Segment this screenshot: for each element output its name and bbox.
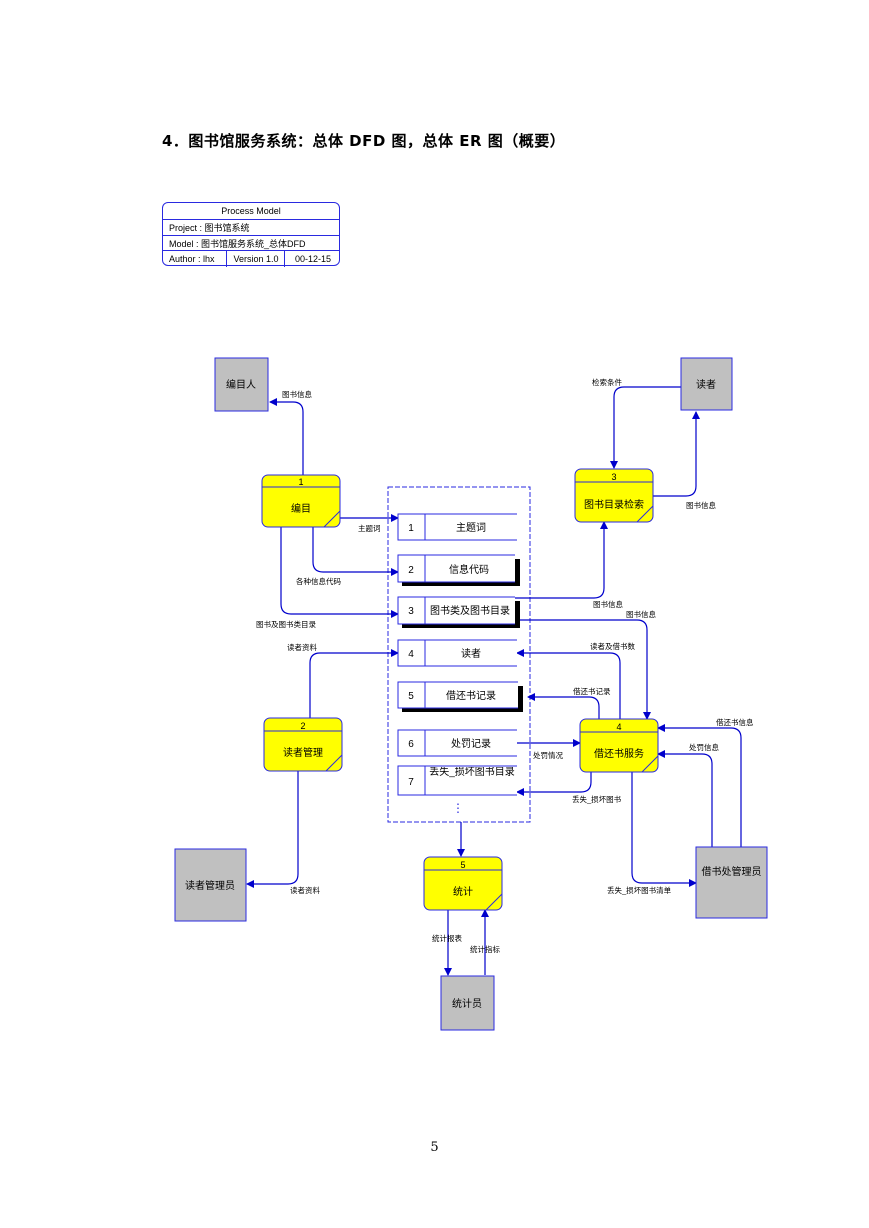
data-store-1-num: 1 bbox=[408, 523, 414, 534]
data-store-5: 5 借还书记录 bbox=[397, 681, 523, 712]
process-model-meta-row: Author : lhx Version 1.0 00-12-15 bbox=[163, 250, 339, 267]
store-group-frame bbox=[387, 486, 531, 823]
process-p1-num: 1 bbox=[298, 477, 303, 487]
entity-statistician bbox=[440, 975, 495, 1031]
label-reader-data-bottom: 读者资料 bbox=[290, 885, 320, 895]
entity-lending-admin-label: 借书处管理员 bbox=[701, 867, 762, 878]
entity-reader-admin bbox=[174, 848, 247, 922]
flow-reader-borrow bbox=[516, 649, 621, 719]
process-p2-num: 2 bbox=[300, 721, 305, 731]
flow-admin-penalty bbox=[657, 750, 716, 854]
data-store-3-name: 图书类及图书目录 bbox=[430, 604, 510, 617]
entity-reader-admin-label: 读者管理员 bbox=[185, 879, 235, 892]
data-store-7: 7 丢失_损坏图书目录 bbox=[397, 765, 517, 796]
process-p4-num: 4 bbox=[616, 722, 621, 732]
page-number: 5 bbox=[430, 1140, 439, 1155]
flow-p3-reader bbox=[652, 411, 700, 497]
data-store-2-name: 信息代码 bbox=[449, 563, 489, 576]
label-stat-index: 统计指标 bbox=[470, 944, 500, 954]
process-p1-name: 编目 bbox=[291, 502, 311, 515]
process-p3: 3 图书目录检索 bbox=[574, 468, 654, 523]
label-book-cat-catalog: 图书及图书类目录 bbox=[256, 619, 316, 629]
process-p3-num: 3 bbox=[611, 472, 616, 482]
label-borrow-rec: 借还书记录 bbox=[573, 686, 611, 696]
label-stat-report: 统计报表 bbox=[432, 933, 462, 943]
entity-cataloger-label: 编目人 bbox=[226, 378, 256, 391]
store-ellipsis: ⋮ bbox=[452, 801, 464, 815]
process-model-author: Author : lhx bbox=[169, 254, 215, 264]
data-store-1: 1 主题词 bbox=[397, 513, 517, 541]
data-store-3-num: 3 bbox=[408, 606, 414, 617]
flow-info-codes bbox=[309, 520, 399, 576]
entity-lending-admin bbox=[695, 846, 768, 919]
process-model-box: Process Model Project : 图书馆系统 Model : 图书… bbox=[162, 202, 340, 267]
label-p4-book-info: 图书信息 bbox=[626, 609, 656, 619]
process-p2-name: 读者管理 bbox=[283, 746, 323, 759]
flow-search-cond bbox=[610, 386, 681, 469]
flow-cataloger-p1 bbox=[269, 398, 307, 482]
process-model-version: Version 1.0 bbox=[226, 251, 285, 267]
data-store-4-num: 4 bbox=[408, 649, 414, 660]
entity-reader-label: 读者 bbox=[696, 378, 716, 391]
data-store-6-num: 6 bbox=[408, 739, 414, 750]
process-model-project: Project : 图书馆系统 bbox=[163, 219, 339, 236]
flow-store3-p3 bbox=[515, 521, 608, 599]
data-store-4: 4 读者 bbox=[397, 639, 517, 667]
data-store-2-num: 2 bbox=[408, 565, 414, 576]
label-admin-borrow: 借还书信息 bbox=[716, 717, 754, 727]
process-p3-name: 图书目录检索 bbox=[584, 498, 644, 511]
label-reader-book-info: 图书信息 bbox=[686, 500, 716, 510]
data-store-7-num: 7 bbox=[408, 777, 414, 788]
process-p5-num: 5 bbox=[460, 860, 465, 870]
data-store-1-name: 主题词 bbox=[456, 522, 486, 534]
flow-borrow-rec bbox=[527, 693, 603, 726]
flow-admin-borrow bbox=[657, 724, 745, 854]
entity-lending-admin-wrap: 借书处管理员 bbox=[701, 867, 762, 878]
process-model-model: Model : 图书馆服务系统_总体DFD bbox=[163, 235, 339, 252]
process-p5-name: 统计 bbox=[453, 885, 473, 898]
label-p3-book-info: 图书信息 bbox=[593, 599, 623, 609]
label-cat-book-info: 图书信息 bbox=[282, 389, 312, 399]
flow-lost-books bbox=[516, 772, 592, 796]
label-search-cond: 检索条件 bbox=[592, 377, 622, 387]
flow-reader-data-top bbox=[309, 649, 399, 718]
page-heading: 4．图书馆服务系统：总体 DFD 图，总体 ER 图（概要） bbox=[162, 132, 566, 150]
data-store-6: 6 处罚记录 bbox=[397, 729, 517, 757]
flow-store3-p4 bbox=[515, 619, 651, 720]
data-store-5-num: 5 bbox=[408, 691, 414, 702]
process-model-title: Process Model bbox=[221, 206, 281, 216]
label-lost-books: 丢失_损坏图书 bbox=[572, 794, 622, 804]
entity-statistician-label: 统计员 bbox=[452, 997, 482, 1010]
data-store-6-name: 处罚记录 bbox=[451, 738, 491, 750]
flow-book-catalog bbox=[277, 520, 399, 618]
process-p5: 5 统计 bbox=[423, 856, 503, 911]
flow-reader-data-bottom bbox=[246, 765, 302, 888]
entity-reader bbox=[680, 357, 733, 411]
data-store-3: 3 图书类及图书目录 bbox=[397, 596, 520, 628]
data-store-2: 2 信息代码 bbox=[397, 554, 520, 586]
label-reader-data-top: 读者资料 bbox=[287, 642, 317, 652]
process-p1: 1 编目 bbox=[261, 474, 341, 528]
label-info-codes: 各种信息代码 bbox=[296, 576, 341, 586]
process-p4: 4 借还书服务 bbox=[579, 718, 659, 773]
label-subject: 主题词 bbox=[358, 523, 381, 533]
process-p2: 2 读者管理 bbox=[263, 717, 343, 772]
data-store-5-name: 借还书记录 bbox=[446, 690, 496, 702]
label-penalty: 处罚情况 bbox=[533, 750, 563, 760]
label-reader-borrow: 读者及借书数 bbox=[590, 641, 635, 651]
label-lost-list: 丢失_损坏图书清单 bbox=[607, 885, 672, 895]
process-model-date: 00-12-15 bbox=[284, 251, 341, 267]
process-p4-name: 借还书服务 bbox=[594, 747, 644, 760]
label-admin-penalty: 处罚信息 bbox=[689, 742, 719, 752]
data-store-7-name: 丢失_损坏图书目录 bbox=[429, 767, 515, 778]
entity-cataloger bbox=[214, 357, 269, 412]
data-store-4-name: 读者 bbox=[461, 647, 481, 660]
flow-lost-list bbox=[628, 765, 697, 887]
